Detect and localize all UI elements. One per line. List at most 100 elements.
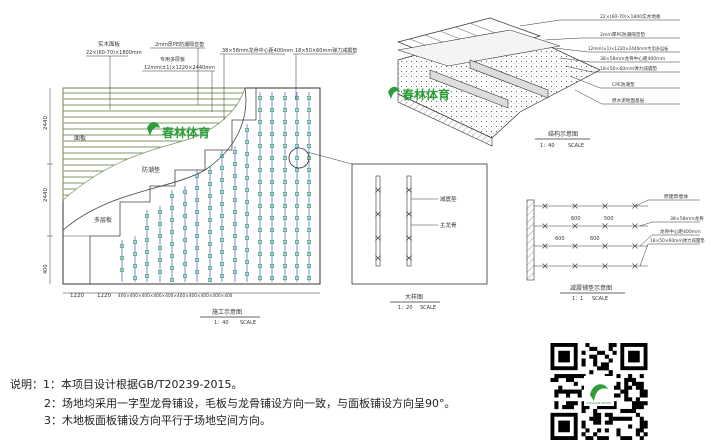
joist-damper-mark [258,144,262,148]
joist-label: 38×58mm龙骨中心距400mm [222,47,293,54]
joist-damper-mark [295,192,299,196]
joist-damper-mark [220,190,224,194]
joist-damper-mark [307,240,311,244]
joist-damper-mark [270,156,274,160]
detail-scale-word: SCALE [420,305,436,311]
joist-damper-mark [295,276,299,280]
joist-damper-mark [183,238,187,242]
joist-damper-mark [270,252,274,256]
joist-damper-mark [258,216,262,220]
joist-damper-mark [133,252,137,256]
damper-x-mark [572,243,578,249]
joist-damper-mark [220,226,224,230]
joist-damper-mark [233,210,237,214]
joist-damper-mark [183,250,187,254]
joist-damper-mark [145,274,149,278]
detail-keel-right [406,175,412,267]
joist-damper-mark [270,216,274,220]
joist-damper-mark [208,218,212,222]
joist-damper-mark [307,228,311,232]
dim-left-2: 2440 [43,188,49,202]
joist-damper-mark [233,186,237,190]
damper-dim-d: 600 [590,236,600,242]
joist-damper-mark [295,180,299,184]
joist-damper-mark [270,264,274,268]
joist-damper-mark [258,96,262,100]
joist-damper-mark [295,264,299,268]
joist-damper-mark [120,256,124,260]
structure-label-6: CPE防潮垫 [612,81,635,88]
joist-damper-mark [233,258,237,262]
joist-damper-mark [307,252,311,256]
joist-damper-mark [283,180,287,184]
joist-damper-mark [208,182,212,186]
joist-damper-mark [307,264,311,268]
damper-x-mark [632,263,638,269]
joist-damper-mark [170,194,174,198]
joist-damper-mark [245,188,249,192]
joist-damper-mark [183,190,187,194]
plan-brand-logo: 春林体育 [147,122,210,140]
joist-damper-mark [307,120,311,124]
pad-label: 2mm厚PE防潮隔音垫 [155,41,204,48]
qr-caption: CHUNLIN SPORT [587,401,611,405]
joist-damper-mark [258,204,262,208]
detail-title: 大样图 [405,293,423,301]
joist-damper-mark [233,246,237,250]
joist-damper-mark [170,266,174,270]
joist-damper-mark [270,120,274,124]
joist-damper-mark [283,132,287,136]
detail-x-mark [375,187,381,193]
joist-damper-mark [220,238,224,242]
joist-damper-mark [133,240,137,244]
joist-damper-mark [283,168,287,172]
structure-label-5: 18×50×60mm弹力减震垫 [600,65,658,72]
damper-wall [526,199,535,281]
joist-damper-mark [183,226,187,230]
damper-scale-ratio: 1：1 [572,296,583,302]
damper-dim-b: 500 [604,216,614,222]
damper-x-mark [632,243,638,249]
joist-damper-mark [258,240,262,244]
joist-damper-mark [183,274,187,278]
qr-code[interactable]: CHUNLIN SPORT [546,343,652,441]
joist-damper-mark [245,200,249,204]
joist-damper-mark [295,216,299,220]
construction-plan: 面板 防潮垫 多层板 实木面板 22×(60-70)×1800mm 2mm厚PE… [43,40,357,326]
dim-bottom-1: 1220 [70,293,84,299]
damper-x-mark [542,203,548,209]
joist-damper-mark [133,276,137,280]
joist-damper-mark [195,222,199,226]
joist-damper-mark [183,262,187,266]
structure-title: 结构示意图 [548,130,578,138]
joist-damper-mark [233,174,237,178]
damper-x-mark [602,203,608,209]
joist-damper-mark [245,248,249,252]
joist-damper-mark [270,204,274,208]
joist-damper-mark [195,174,199,178]
damper-dim-a: 600 [571,216,581,222]
joist-damper-mark [307,132,311,136]
damper-x-mark [542,223,548,229]
joist-damper-mark [208,206,212,210]
joist-damper-mark [270,144,274,148]
joist-damper-mark [220,262,224,266]
joist-damper-mark [270,228,274,232]
zone-panel-label: 面板 [74,134,86,142]
joist-damper-mark [220,178,224,182]
joist-damper-mark [208,230,212,234]
joist-damper-mark [295,228,299,232]
joist-damper-mark [170,218,174,222]
joist-damper-mark [283,240,287,244]
damper-x-mark [572,203,578,209]
joist-damper-mark [220,202,224,206]
damper-spacing-label: 龙骨中心距400mm [660,228,701,235]
solid-board-label: 实木面板 [98,40,121,48]
joist-damper-mark [283,264,287,268]
damper-x-mark [572,223,578,229]
structure-brand-name: 春林体育 [401,87,450,102]
damper-layout-drawing: 600 500 600 600 原建筑墙体 38×58mm龙骨 龙骨中心距400… [526,193,705,302]
joist-damper-mark [258,192,262,196]
damper-x-mark [602,263,608,269]
